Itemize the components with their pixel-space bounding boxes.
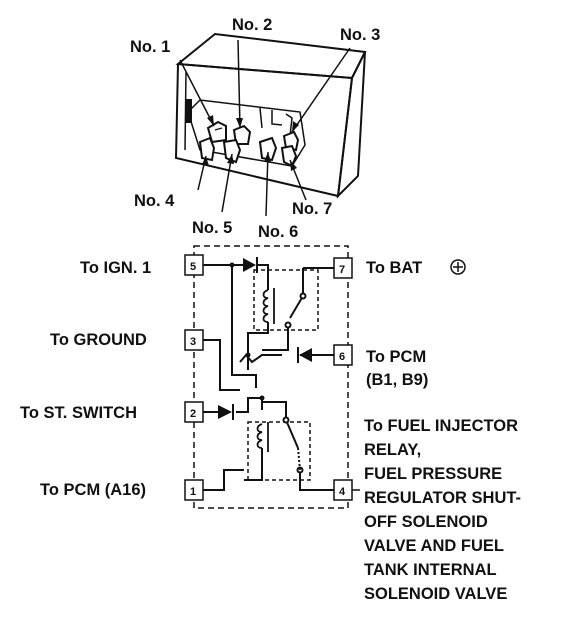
schematic-wiring bbox=[203, 264, 334, 491]
svg-text:4: 4 bbox=[339, 486, 346, 498]
fuel-line: OFF SOLENOID bbox=[364, 513, 488, 531]
diode-icon bbox=[297, 347, 312, 363]
label-no-3: No. 3 bbox=[340, 26, 380, 44]
svg-text:2: 2 bbox=[190, 408, 196, 420]
label-pcm-b-pins: (B1, B9) bbox=[366, 371, 428, 389]
fuel-line: To FUEL INJECTOR bbox=[364, 417, 518, 435]
relay-2-enclosure bbox=[247, 421, 311, 481]
relay-housing-outline bbox=[193, 245, 349, 509]
label-to-ground: To GROUND bbox=[50, 331, 147, 349]
label-no-4: No. 4 bbox=[134, 192, 175, 210]
svg-text:7: 7 bbox=[339, 264, 345, 276]
junction-dots bbox=[229, 262, 265, 401]
relay-2-coil-icon bbox=[256, 422, 269, 452]
svg-text:1: 1 bbox=[190, 486, 196, 498]
connector-pin-6 bbox=[258, 136, 278, 162]
pin-box-7: 7 bbox=[333, 257, 353, 279]
connector-pin-5 bbox=[222, 138, 242, 164]
label-to-pcm-b: To PCM bbox=[366, 348, 426, 366]
relay-2-switch-icon bbox=[282, 416, 304, 474]
fuel-line: FUEL PRESSURE bbox=[364, 465, 502, 483]
relay-connector-drawing bbox=[174, 32, 367, 217]
svg-text:5: 5 bbox=[190, 261, 196, 273]
label-to-st-switch: To ST. SWITCH bbox=[20, 404, 137, 422]
pin-box-4: 4 bbox=[333, 479, 353, 501]
svg-text:3: 3 bbox=[190, 336, 196, 348]
relay-1-coil-icon bbox=[262, 288, 275, 324]
fuel-line: TANK INTERNAL bbox=[364, 561, 497, 579]
connector-pin-4 bbox=[198, 136, 216, 162]
connector-pin-7 bbox=[280, 144, 298, 168]
relay-1-enclosure bbox=[253, 269, 319, 331]
label-to-ign: To IGN. 1 bbox=[80, 259, 151, 277]
connector-pin-3 bbox=[282, 130, 300, 152]
relay-1-switch-icon bbox=[284, 292, 307, 329]
label-no-5: No. 5 bbox=[192, 219, 232, 237]
fuel-line: SOLENOID VALVE bbox=[364, 585, 507, 603]
label-to-pcm-a16: To PCM (A16) bbox=[40, 481, 146, 499]
fuel-line: REGULATOR SHUT- bbox=[364, 489, 521, 507]
label-no-1: No. 1 bbox=[130, 38, 170, 56]
svg-text:6: 6 bbox=[339, 351, 345, 363]
pin-box-5: 5 bbox=[184, 254, 204, 276]
label-no-6: No. 6 bbox=[258, 223, 298, 241]
label-no-2: No. 2 bbox=[232, 16, 272, 34]
label-to-bat: To BAT bbox=[366, 259, 422, 277]
label-fuel-block: To FUEL INJECTOR RELAY, FUEL PRESSURE RE… bbox=[364, 417, 521, 603]
fuel-line: RELAY, bbox=[364, 441, 421, 459]
diode-icon bbox=[243, 257, 258, 273]
pin-box-2: 2 bbox=[184, 401, 204, 423]
pin-box-3: 3 bbox=[184, 329, 204, 351]
pin-box-6: 6 bbox=[333, 344, 353, 366]
fuel-line: VALVE AND FUEL bbox=[364, 537, 504, 555]
label-no-7: No. 7 bbox=[292, 200, 332, 218]
diode-icon bbox=[218, 404, 234, 420]
pin-box-1: 1 bbox=[184, 479, 204, 501]
circled-plus-icon bbox=[450, 259, 466, 275]
